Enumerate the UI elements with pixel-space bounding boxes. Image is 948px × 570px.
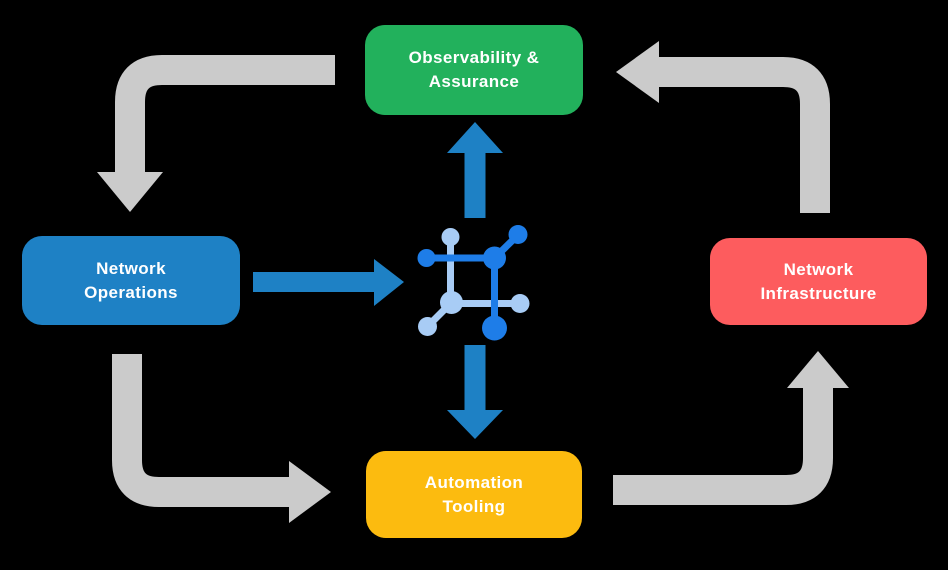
network-icon-node bbox=[417, 249, 436, 267]
network-icon-node bbox=[482, 315, 507, 341]
arrowhead-down-to-operations bbox=[97, 172, 163, 212]
arrow-automation-to-infrastructure bbox=[613, 388, 833, 505]
arrowhead-down-to-automation bbox=[447, 410, 503, 439]
network-node-icon bbox=[417, 225, 530, 341]
node-label-line2: Infrastructure bbox=[760, 283, 877, 303]
node-automation-tooling: Automation Tooling bbox=[366, 451, 582, 538]
network-icon-node bbox=[510, 294, 530, 313]
node-label-line2: Operations bbox=[84, 282, 178, 302]
arrowhead-right-to-center bbox=[374, 259, 404, 306]
arrowhead-right-to-automation bbox=[289, 461, 331, 523]
network-icon-node bbox=[440, 291, 463, 314]
node-label-line1: Observability & bbox=[408, 48, 540, 67]
node-observability-assurance: Observability & Assurance bbox=[365, 25, 583, 115]
arrowhead-up-to-infrastructure bbox=[787, 351, 849, 388]
gray-arrowheads bbox=[97, 41, 849, 523]
gray-arrow-shafts bbox=[112, 55, 833, 507]
arrow-operations-to-automation bbox=[112, 354, 289, 507]
network-icon-node bbox=[441, 228, 460, 246]
node-network-infrastructure: Network Infrastructure bbox=[710, 238, 927, 325]
node-label-line1: Automation bbox=[424, 472, 524, 492]
arrow-observability-to-operations bbox=[115, 55, 335, 172]
network-icon-node bbox=[483, 246, 506, 270]
network-icon-light-part bbox=[418, 228, 530, 336]
network-icon-node bbox=[508, 225, 528, 244]
arrow-infrastructure-to-observability bbox=[659, 57, 830, 213]
network-icon-dark-part bbox=[417, 225, 528, 341]
node-label-line2: Assurance bbox=[428, 72, 520, 91]
node-network-operations: Network Operations bbox=[22, 236, 240, 325]
arrowhead-up-to-observability bbox=[447, 122, 503, 153]
blue-arrow-shafts bbox=[253, 153, 486, 410]
blue-arrowheads bbox=[374, 122, 503, 439]
node-label-line1: Network bbox=[783, 259, 854, 279]
node-label-line1: Network bbox=[96, 258, 166, 278]
network-icon-node bbox=[418, 317, 437, 336]
node-label-line2: Tooling bbox=[442, 496, 506, 516]
arrowhead-left-to-observability bbox=[616, 41, 659, 103]
